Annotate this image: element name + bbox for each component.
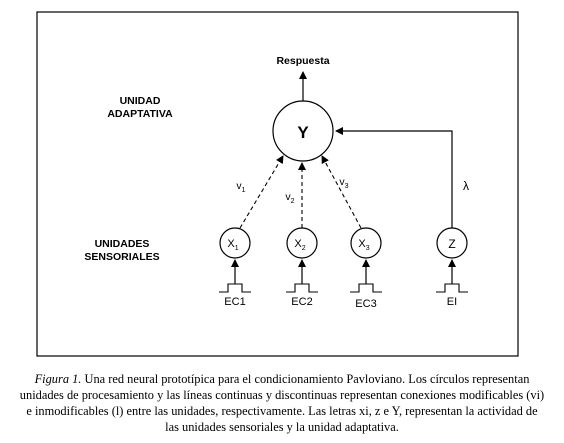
weight-lambda-label: λ bbox=[463, 179, 469, 193]
sensory-units-label-line1: UNIDADES bbox=[95, 238, 150, 250]
pulse-ec3 bbox=[350, 283, 382, 293]
stimulus-label-ec3: EC3 bbox=[355, 298, 376, 310]
sensory-node-x3-label: X3 bbox=[358, 238, 369, 252]
sensory-node-x1 bbox=[219, 227, 251, 259]
sensory-node-x3 bbox=[350, 227, 382, 259]
figure-caption-text: Una red neural prototípica para el condi… bbox=[19, 372, 545, 434]
response-label: Respuesta bbox=[276, 55, 329, 67]
adaptive-unit-label-line2: ADAPTATIVA bbox=[107, 108, 173, 120]
weight-v1-label: v1 bbox=[236, 180, 245, 194]
unconditioned-node-z-label: Z bbox=[448, 237, 455, 251]
output-node-y-label: Y bbox=[297, 123, 309, 142]
connection-x1-y bbox=[239, 155, 284, 229]
sensory-units-label-line2: SENSORIALES bbox=[84, 251, 159, 263]
weight-v2-label: v2 bbox=[285, 191, 294, 205]
sensory-node-x2 bbox=[286, 227, 318, 259]
output-node-y bbox=[272, 100, 334, 162]
unconditioned-node-z bbox=[436, 227, 468, 259]
stimulus-label-ec1: EC1 bbox=[224, 296, 245, 308]
pulse-ei bbox=[436, 283, 468, 293]
stimulus-label-ec2: EC2 bbox=[291, 296, 312, 308]
stimulus-label-ei: EI bbox=[447, 296, 457, 308]
connection-z-y bbox=[335, 127, 453, 228]
sensory-node-x1-label: X1 bbox=[227, 238, 238, 252]
pulse-ec2 bbox=[286, 283, 318, 293]
weight-v3-label: v3 bbox=[339, 176, 348, 190]
figure-caption: Figura 1. Una red neural prototípica par… bbox=[18, 371, 546, 435]
connection-x3-y bbox=[321, 155, 362, 229]
adaptive-unit-label-line1: UNIDAD bbox=[120, 95, 161, 107]
figure-label: Figura 1. bbox=[34, 372, 82, 386]
diagram-frame bbox=[36, 11, 519, 357]
sensory-node-x2-label: X2 bbox=[294, 238, 305, 252]
pulse-ec1 bbox=[219, 283, 251, 293]
